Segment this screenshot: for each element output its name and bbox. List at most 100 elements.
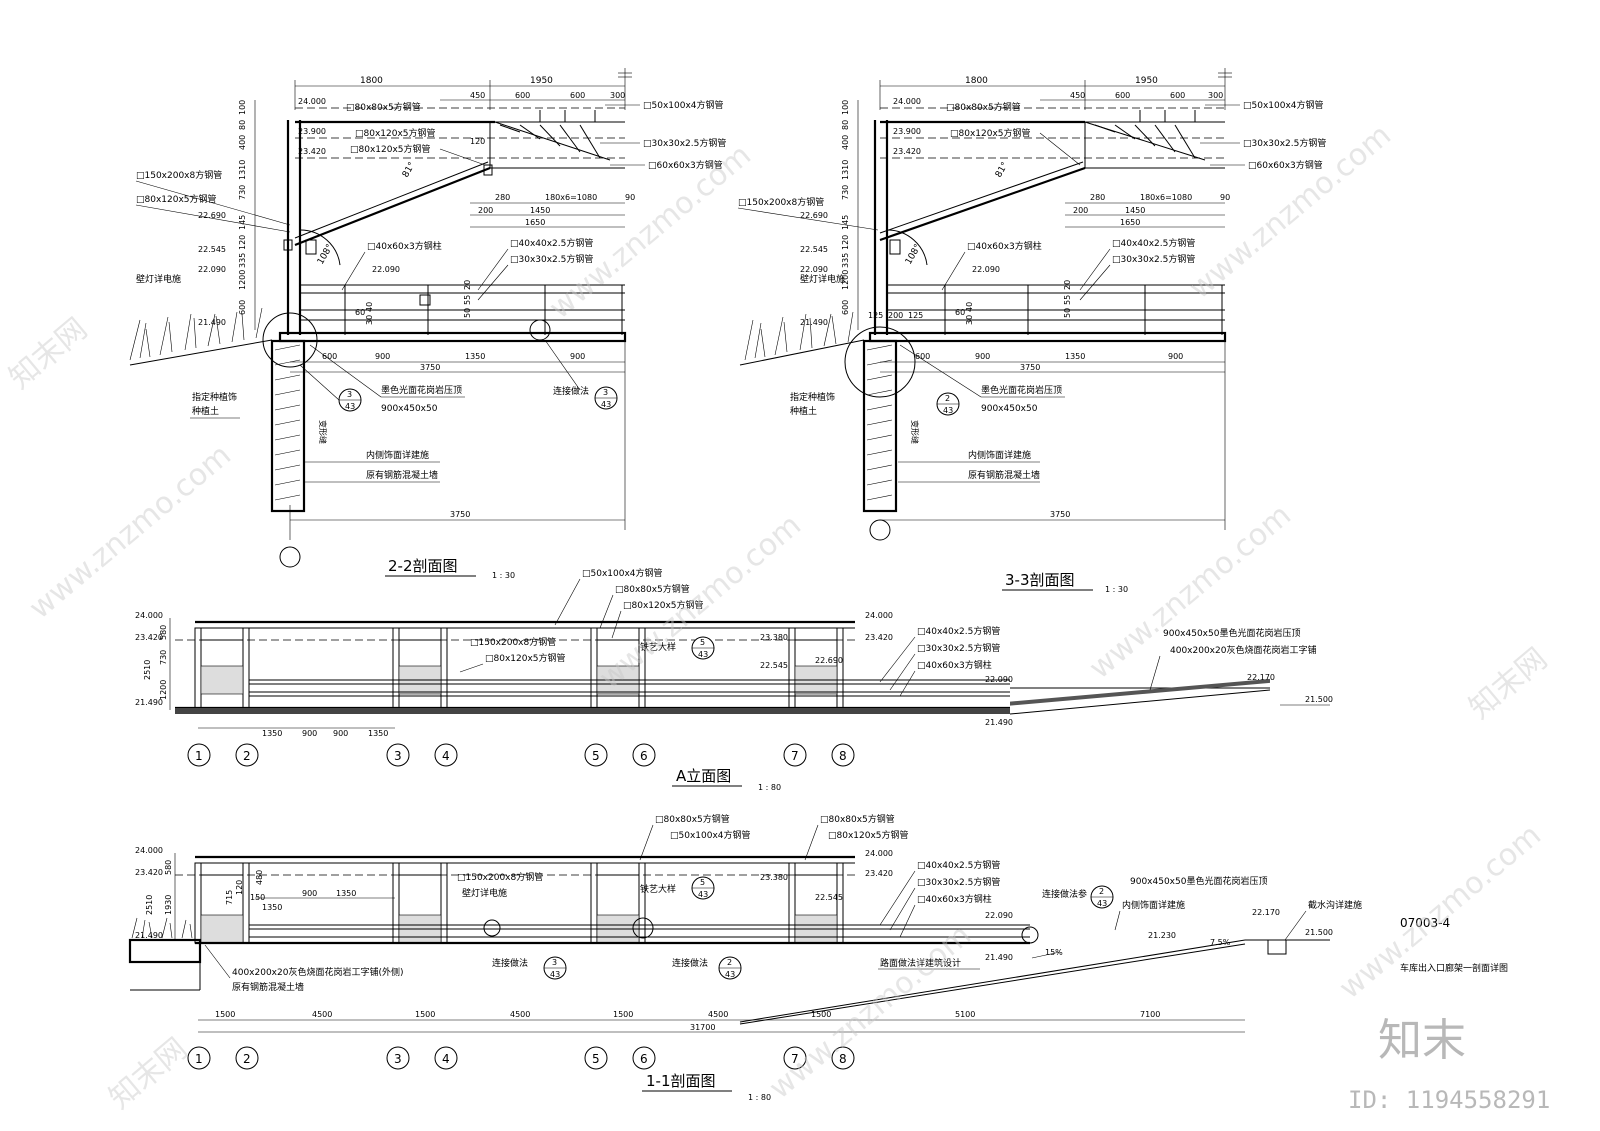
vdim-120: 120: [238, 235, 247, 250]
pipe-150x200: □150x200x8方钢管: [738, 196, 824, 208]
dim-600a: 600: [1115, 91, 1130, 100]
axis-2: 2: [243, 749, 251, 763]
elev-23380: 23.380: [760, 633, 788, 642]
inner-note: 内侧饰面详建施: [1122, 899, 1185, 911]
joint-ref-note: 连接做法参: [1042, 888, 1087, 900]
pipe-80x120b: □80x120x5方钢管: [485, 652, 566, 664]
wall-note: 原有钢筋混凝土墙: [968, 469, 1040, 481]
bdim-600: 600: [322, 352, 337, 361]
turn-note: 变形缝: [318, 420, 328, 444]
elev-23420b: 23.420: [865, 869, 893, 878]
bdim-3750b: 3750: [1050, 510, 1070, 519]
elev-22690: 22.690: [800, 211, 828, 220]
v1930: 1930: [164, 895, 173, 915]
d30: 30: [365, 315, 374, 325]
bdim-600: 600: [915, 352, 930, 361]
dim-1650: 1650: [1120, 218, 1140, 227]
axis-5: 5: [592, 749, 600, 763]
section-3-3: 1800 1950 450 600 600 300 100 80 400 131…: [737, 68, 1326, 594]
pipe-150x200: □150x200x8方钢管: [136, 169, 222, 181]
elev-23420: 23.420: [135, 633, 163, 642]
bdim-1350: 1350: [465, 352, 485, 361]
vdim-335: 335: [238, 253, 247, 268]
bdim-900a: 900: [375, 352, 390, 361]
granite-note: 900x450x50墨色光面花岗岩压顶: [1130, 875, 1267, 887]
planting-note: 指定种植饰: [192, 391, 237, 403]
dim-900b: 900: [333, 729, 348, 738]
elev-24000: 24.000: [893, 97, 921, 106]
pipe-40x40: □40x40x2.5方钢管: [917, 625, 1000, 637]
drawing-title: 车库出入口廊架一剖面详图: [1400, 962, 1508, 974]
ref-3b: 3: [347, 390, 352, 399]
ref-43c: 43: [550, 970, 560, 979]
elev-22090: 22.090: [985, 675, 1013, 684]
pipe-30x30: □30x30x2.5方钢管: [643, 137, 726, 149]
angle-81: 81°: [401, 161, 418, 180]
d200b: 200: [888, 311, 903, 320]
v580: 580: [164, 860, 173, 875]
granite-note: 900x450x50墨色光面花岗岩压顶: [1163, 627, 1300, 639]
angle-81: 81°: [994, 161, 1011, 180]
dim-1950: 1950: [530, 76, 553, 86]
bdim-1350: 1350: [1065, 352, 1085, 361]
ref-5: 5: [700, 878, 705, 887]
v150: 150: [250, 893, 265, 902]
inner-note: 内侧饰面详建施: [968, 449, 1031, 461]
pipe-150x200: □150x200x8方钢管: [470, 636, 556, 648]
dim-450: 450: [1070, 91, 1085, 100]
v580: 580: [159, 625, 168, 640]
pipe-60x60: □60x60x3方钢管: [648, 159, 723, 171]
iron-note: 铁艺大样: [640, 883, 676, 895]
dim-600b: 600: [1170, 91, 1185, 100]
d125: 125: [868, 311, 883, 320]
dim-1350b: 1350: [368, 729, 388, 738]
vdim-100: 100: [841, 100, 850, 115]
dim-600a: 600: [515, 91, 530, 100]
vdim-100: 100: [238, 100, 247, 115]
ref-43b: 43: [345, 402, 355, 411]
pipe-80x120: □80x120x5方钢管: [623, 599, 704, 611]
elev-21490: 21.490: [135, 698, 163, 707]
ref-2: 2: [945, 394, 950, 403]
elev-24000: 24.000: [135, 846, 163, 855]
dim-1800: 1800: [965, 76, 988, 86]
watermark-url-6: www.znzmo.com: [763, 918, 978, 1107]
title-1-1: 1-1剖面图: [646, 1072, 716, 1090]
dim-280: 280: [495, 193, 510, 202]
vdim-80: 80: [841, 120, 850, 130]
watermark-url-1: www.znzmo.com: [23, 438, 238, 627]
dim-180x6: 180x6=1080: [545, 193, 597, 202]
axis-7: 7: [791, 1052, 799, 1066]
axis-1: 1: [195, 749, 203, 763]
post-40x60: □40x60x3方钢柱: [967, 240, 1042, 252]
inner-note: 内侧饰面详建施: [366, 449, 429, 461]
bdim-3750: 3750: [1020, 363, 1040, 372]
ref-3: 3: [552, 958, 557, 967]
elev-22090: 22.090: [800, 265, 828, 274]
watermark-cn-1: 知末网: [3, 311, 94, 396]
ref-43d: 43: [725, 970, 735, 979]
pipe-30x30: □30x30x2.5方钢管: [917, 642, 1000, 654]
elev-23900: 23.900: [893, 127, 921, 136]
ref-43: 43: [943, 406, 953, 415]
wall-hatch: [274, 344, 301, 501]
scale-2-2: 1 : 30: [492, 571, 515, 580]
v715: 715: [225, 890, 234, 905]
dim-1450: 1450: [530, 206, 550, 215]
dim-900a: 900: [302, 729, 317, 738]
v2510: 2510: [143, 660, 152, 680]
bdim-1500d: 1500: [811, 1010, 831, 1019]
watermark-url-7: www.znzmo.com: [1333, 818, 1548, 1007]
ref-2a: 2: [1099, 887, 1104, 896]
bdim-3750b: 3750: [450, 510, 470, 519]
axis-3: 3: [394, 749, 402, 763]
dim-600b: 600: [570, 91, 585, 100]
elev-21490b: 21.490: [985, 718, 1013, 727]
bdim-4500a: 4500: [312, 1010, 332, 1019]
d50: 50: [1063, 308, 1072, 318]
bdim-900b: 900: [1168, 352, 1183, 361]
pipe-40x40: □40x40x2.5方钢管: [1112, 237, 1195, 249]
bdim-900b: 900: [570, 352, 585, 361]
watermark-brand: 知末: [1378, 1015, 1466, 1066]
dim-1350b: 1350: [336, 889, 356, 898]
